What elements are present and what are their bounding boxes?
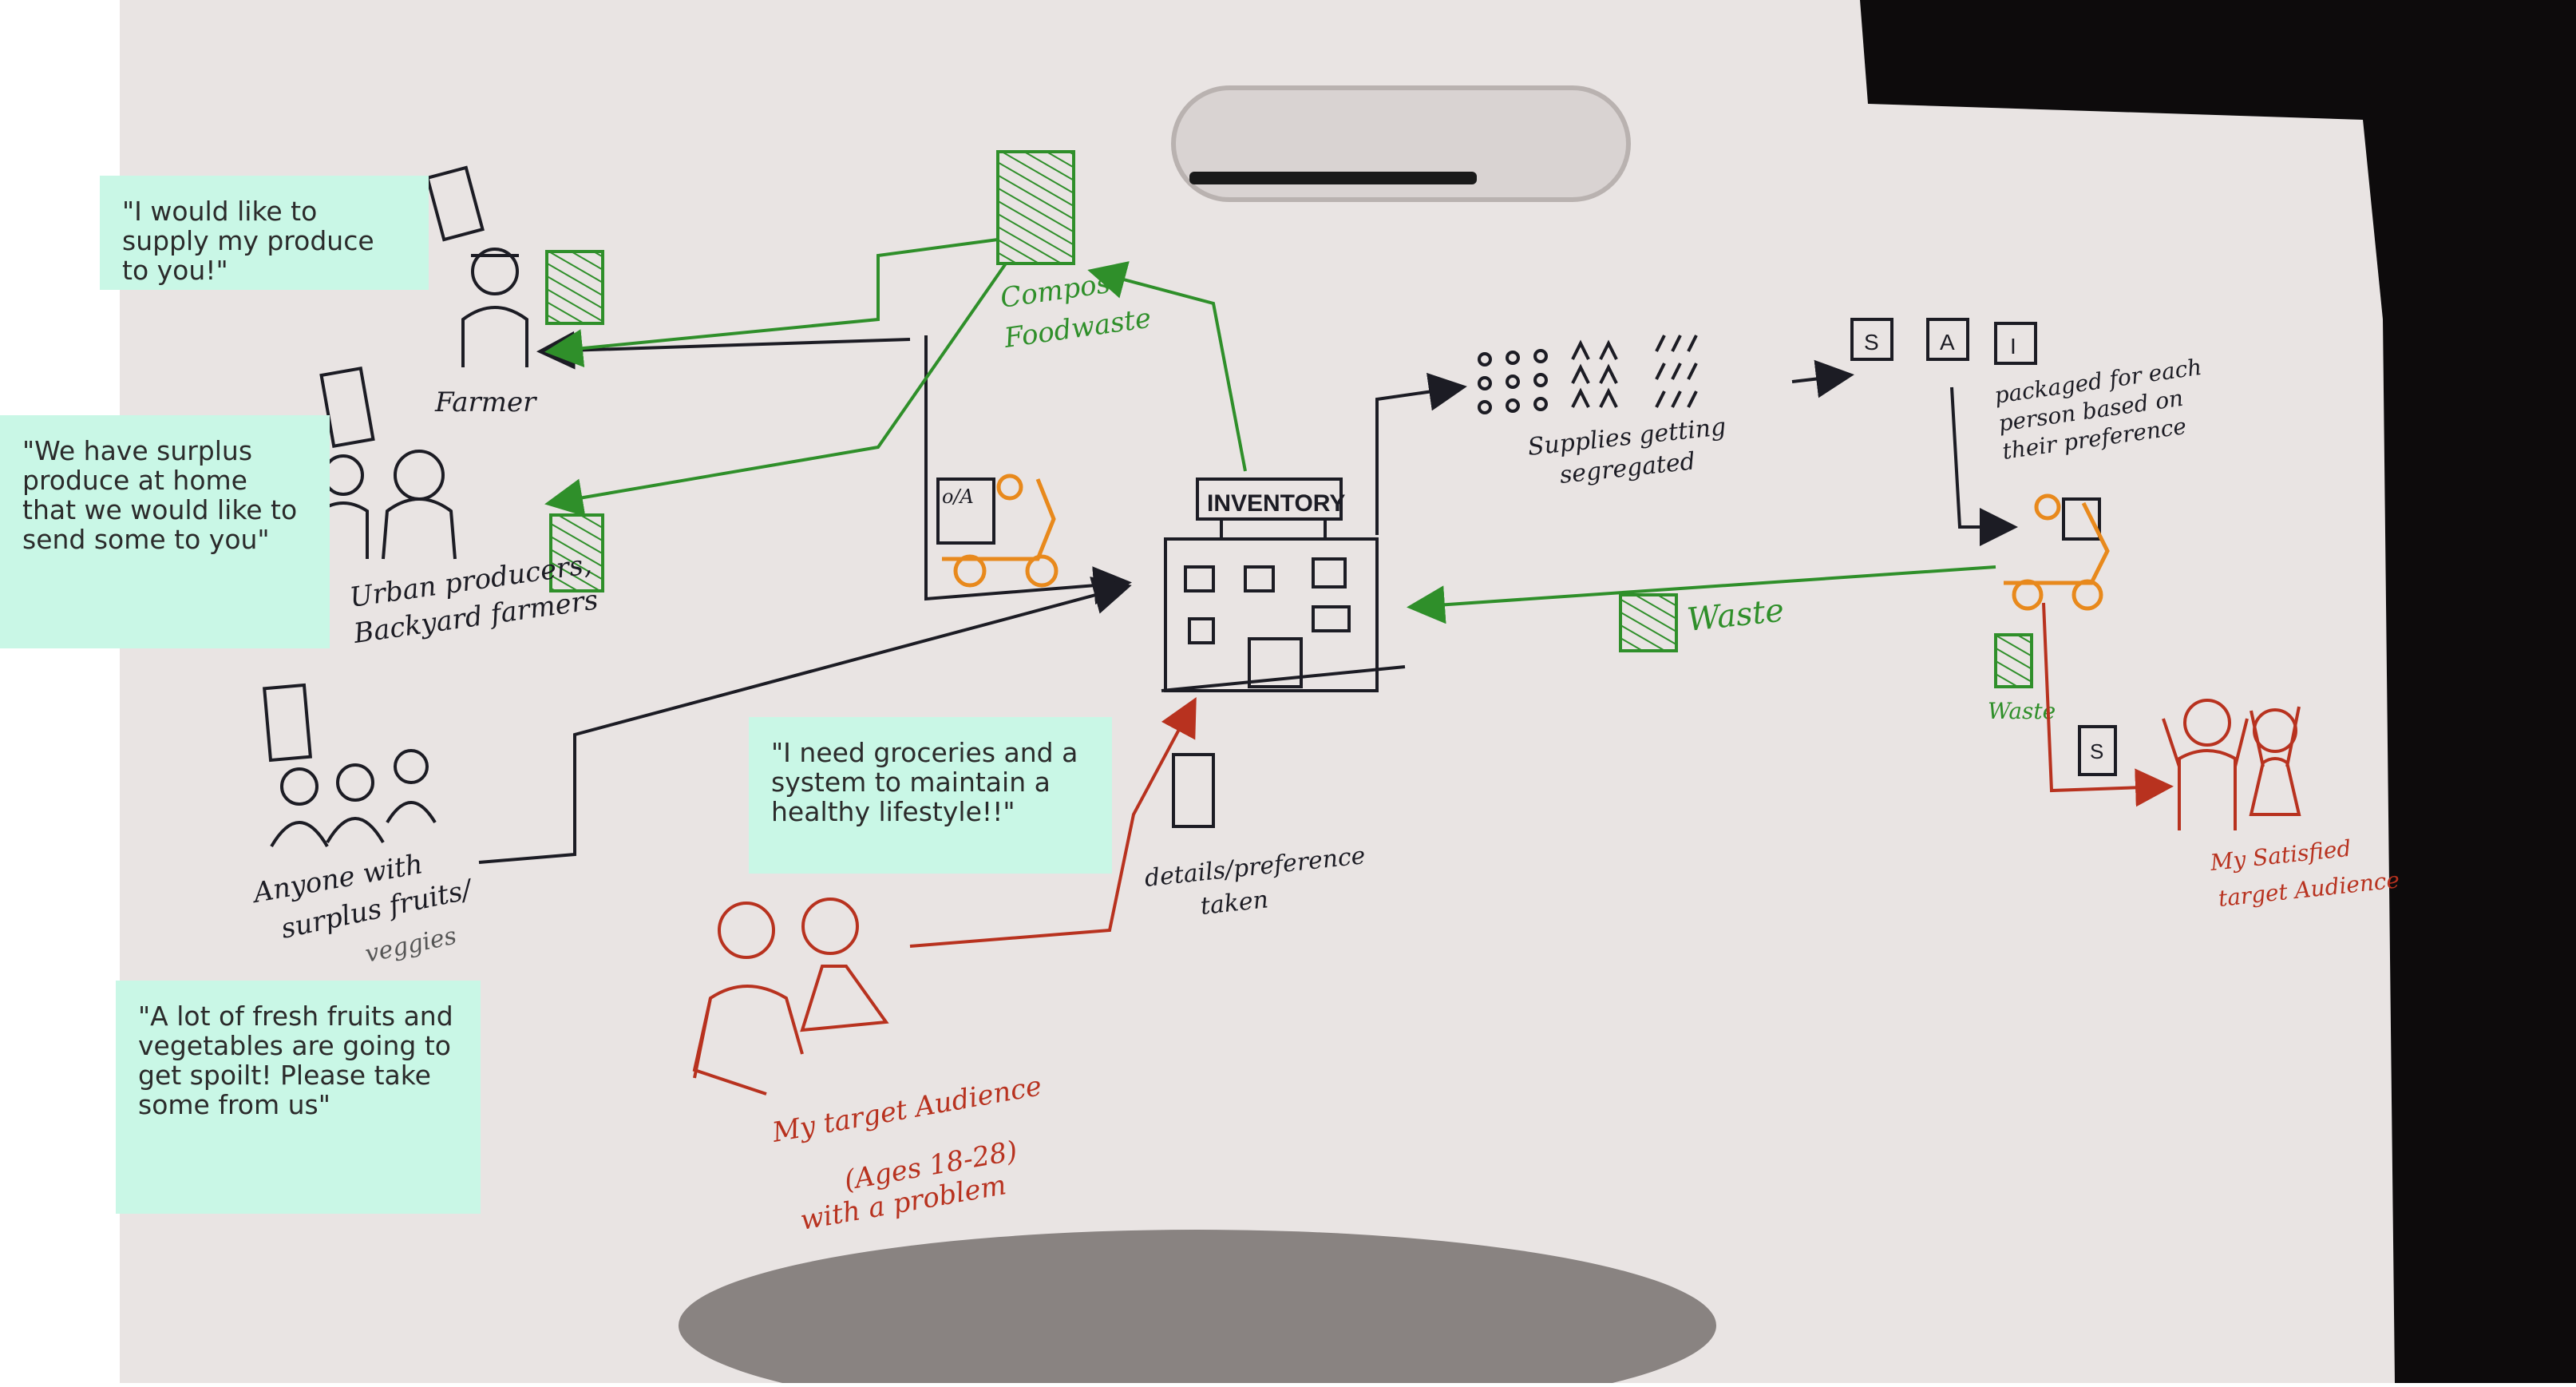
farmer-quote-note: "I would like to supply my produce to yo… <box>100 176 429 290</box>
package-boxes <box>1850 318 2037 365</box>
farmer-figure <box>461 248 528 367</box>
delivery-scooter-icon <box>2004 493 2110 611</box>
surplus-to-inventory-arrow <box>478 577 1132 864</box>
anyone-quote-note: "A lot of fresh fruits and vegetables ar… <box>116 981 481 1214</box>
waste-bag-icon <box>1994 633 2033 688</box>
delivery-to-satisfied-arrow <box>2042 602 2174 807</box>
delivery-scooter-icon <box>936 474 1058 588</box>
satisfied-audience-figures <box>2162 699 2301 830</box>
compost-bag-icon <box>996 150 1075 265</box>
inventory-to-farmer-arrow <box>536 331 911 370</box>
urban-quote-note: "We have surplus produce at home that we… <box>0 415 330 648</box>
segregation-to-package-arrow <box>1791 359 1854 398</box>
compost-to-farmer-arrow <box>544 238 999 368</box>
produce-basket-icon <box>549 513 604 592</box>
handle-shadow <box>1189 172 1477 184</box>
box-a-label: A <box>1940 330 1955 355</box>
dark-background <box>1860 0 2576 1383</box>
shadow <box>679 1230 1716 1387</box>
waste-small-label: Waste <box>1988 698 2056 724</box>
box-i-label: I <box>2010 334 2016 359</box>
farmer-to-inventory-arrow <box>924 335 1132 605</box>
inventory-building-icon <box>1161 478 1406 692</box>
scooter-box-label: o/A <box>942 485 974 508</box>
segregated-supplies-icons <box>1478 335 1698 414</box>
people-group-figures <box>270 749 437 848</box>
delivered-box-label: S <box>2090 739 2103 763</box>
compost-to-urban-arrow <box>544 262 1007 517</box>
target-audience-figures <box>692 898 889 1096</box>
phone-icon <box>263 165 1215 828</box>
target-quote-note: "I need groceries and a system to mainta… <box>749 717 1112 874</box>
audience-to-inventory-arrow <box>909 696 1197 948</box>
package-to-scooter-arrow <box>1950 386 2018 546</box>
produce-basket-icon <box>545 250 604 325</box>
box-s-label: S <box>1864 330 1879 355</box>
waste-return-arrow <box>1407 565 1996 624</box>
inventory-label: INVENTORY <box>1207 490 1345 517</box>
inventory-to-segregation-arrow <box>1375 372 1467 535</box>
inventory-to-compost-arrow <box>1087 261 1247 472</box>
delivered-box <box>2078 725 2117 776</box>
waste-bag-icon <box>1619 593 1678 652</box>
farmer-label: Farmer <box>434 386 537 418</box>
